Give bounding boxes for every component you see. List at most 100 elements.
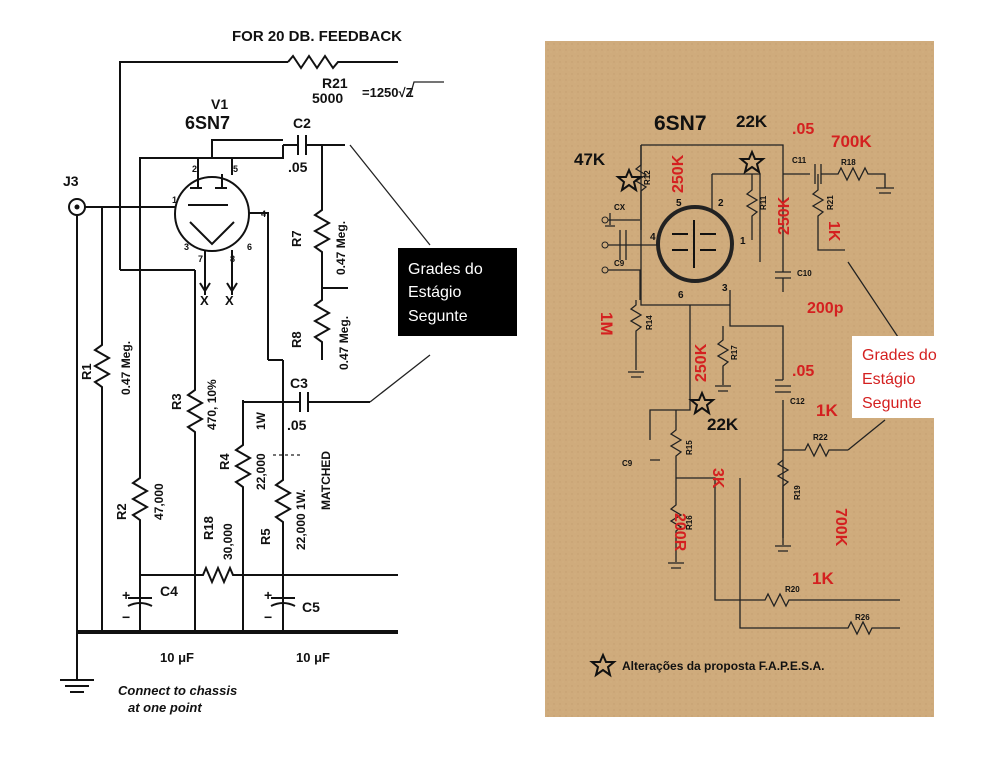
c5-minus: −	[264, 609, 272, 625]
feedback-line	[119, 61, 288, 270]
r-r14	[628, 300, 644, 378]
tag-c9a: C9	[614, 259, 625, 268]
x-mark-2: X	[225, 293, 234, 308]
chassis-note: Connect to chassis	[118, 683, 237, 698]
r8-value: 0.47 Meg.	[337, 316, 351, 370]
r-c11-line	[783, 164, 894, 194]
r-pin-4: 4	[650, 232, 656, 243]
r3-value: 470, 10%	[205, 379, 219, 430]
r-input	[608, 219, 660, 300]
r-pin-1: 1	[740, 236, 746, 247]
r2-resistor	[130, 345, 150, 632]
r-r21	[811, 174, 845, 251]
c5-value: 10 μF	[296, 650, 330, 665]
r18-label: R18	[201, 516, 216, 540]
r-r19	[775, 459, 791, 552]
tag-r16: R16	[685, 515, 694, 530]
pin-7: 7	[198, 254, 203, 264]
tag-r11: R11	[759, 195, 768, 210]
r7-resistor	[312, 145, 332, 288]
red-700k-top: 700K	[831, 132, 872, 151]
r18-resistor	[140, 565, 398, 585]
tube-v1	[174, 176, 250, 252]
r8-resistor	[312, 287, 348, 360]
tag-c9b: C9	[622, 459, 633, 468]
r1-value: 0.47 Meg.	[119, 341, 133, 395]
red-05-bottom: .05	[792, 363, 814, 380]
r21-value: 5000	[312, 90, 343, 106]
pin-2: 2	[192, 164, 197, 174]
label-47k: 47K	[574, 150, 606, 169]
tag-c10: C10	[797, 269, 812, 278]
callout-lines-right	[847, 261, 901, 451]
chassis-ground	[60, 632, 94, 693]
r2-value: 47,000	[152, 483, 166, 520]
r-r22	[783, 442, 848, 458]
r8-label: R8	[289, 331, 304, 348]
c4-value: 10 μF	[160, 650, 194, 665]
pin-5: 5	[233, 164, 238, 174]
pin-1: 1	[172, 195, 177, 205]
c5-capacitor	[270, 575, 296, 632]
tag-r18: R18	[841, 158, 856, 167]
callout-line2: Estágio	[408, 284, 461, 301]
r5-value: 22,000 1W.	[294, 489, 308, 550]
tag-r15: R15	[685, 440, 694, 455]
r1-resistor	[92, 207, 112, 632]
r5-note: MATCHED	[319, 451, 333, 510]
plate-wires	[139, 139, 284, 345]
tag-cx: CX	[614, 203, 626, 212]
c3-value: .05	[287, 417, 307, 433]
sqrt-bar	[409, 81, 444, 97]
red-1k-bottom: 1K	[812, 569, 834, 588]
stars	[589, 149, 766, 678]
red-05-top: .05	[792, 121, 814, 138]
label-22k-top: 22K	[736, 112, 768, 131]
r5-label: R5	[258, 528, 273, 545]
callout-line1: Grades do	[408, 261, 483, 278]
c4-plus: +	[122, 587, 130, 603]
c2-capacitor	[283, 135, 345, 155]
r7-value: 0.47 Meg.	[334, 221, 348, 275]
red-200r: 200R	[671, 513, 688, 552]
r4-resistor	[233, 400, 253, 632]
tag-c11: C11	[792, 156, 807, 165]
r-c10	[775, 262, 791, 292]
pin-3: 3	[184, 242, 189, 252]
feedback-title: FOR 20 DB. FEEDBACK	[232, 28, 402, 45]
r-r11	[745, 174, 759, 240]
r7-label: R7	[289, 230, 304, 247]
r-c12	[775, 379, 791, 393]
c4-minus: −	[122, 609, 130, 625]
r-pin-6: 6	[678, 290, 684, 301]
red-250k-2: 250K	[776, 196, 793, 235]
r-pin-2: 2	[718, 198, 724, 209]
c3-capacitor	[243, 392, 370, 412]
heater-leads	[199, 250, 238, 295]
r-r17	[715, 326, 731, 392]
star-icon	[615, 167, 643, 193]
legend-text: Alterações da proposta F.A.P.E.S.A.	[622, 659, 825, 673]
tag-r12: R12	[643, 170, 652, 185]
r-pin-3: 3	[722, 283, 728, 294]
x-mark-1: X	[200, 293, 209, 308]
r4-watt: 1W	[254, 411, 268, 430]
v1-type: 6SN7	[185, 113, 230, 133]
chassis-note-2: at one point	[128, 700, 202, 715]
r-terminal-2	[601, 241, 609, 249]
grid2-wire	[248, 212, 269, 360]
left-schematic: FOR 20 DB. FEEDBACK R21 5000 =1250√Z V1 …	[60, 28, 517, 715]
c4-label: C4	[160, 583, 178, 599]
r-tube-label: 6SN7	[654, 112, 707, 135]
tag-r17: R17	[730, 345, 739, 360]
r-callout-line1: Grades do	[862, 347, 937, 364]
r-r12	[634, 145, 648, 230]
c4-capacitor	[127, 575, 153, 632]
callout-box-left	[398, 248, 517, 336]
c3-label: C3	[290, 375, 308, 391]
j3-center	[74, 204, 80, 210]
r-cathode-chain	[649, 305, 900, 636]
star-icon	[688, 390, 716, 416]
tag-r26: R26	[855, 613, 870, 622]
